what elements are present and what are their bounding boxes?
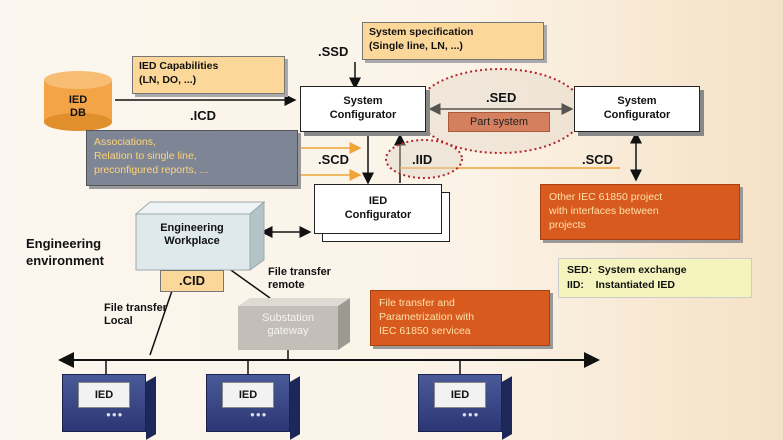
file-transfer-local-label: File transfer Local xyxy=(104,302,167,328)
engineering-environment-label: Engineering environment xyxy=(26,236,104,270)
system-specification-line2: (Single line, LN, ...) xyxy=(369,39,463,52)
engineering-workplace: Engineering Workplace xyxy=(132,200,266,272)
gateway-line1: Substation xyxy=(262,312,314,324)
database-icon xyxy=(44,71,112,131)
file-transfer-param-line1: File transfer and xyxy=(379,297,455,309)
substation-gateway: Substation gateway xyxy=(236,296,352,350)
system-configurator-left-line1: System xyxy=(343,95,383,108)
ied-configurator: IED Configurator xyxy=(314,184,442,234)
engineering-environment-line2: environment xyxy=(26,252,105,268)
system-configurator-left: System Configurator xyxy=(300,86,426,132)
system-configurator-right-line1: System xyxy=(617,95,657,108)
file-transfer-local-line xyxy=(149,281,176,356)
gateway-line2: gateway xyxy=(267,325,309,338)
ied-capabilities-line2: (LN, DO, ...) xyxy=(139,73,197,86)
system-configurator-left-line2: Configurator xyxy=(329,109,397,121)
scd-left-tag: .SCD xyxy=(318,152,350,167)
file-transfer-local-line2: Local xyxy=(104,315,133,328)
engineering-environment-line1: Engineering xyxy=(26,236,102,251)
ied-db-line1: IED xyxy=(68,94,88,106)
ied-device-1-buttons: ●●● xyxy=(106,410,124,419)
workplace-line2: Workplace xyxy=(164,235,220,248)
ied-device-3-label: IED xyxy=(434,382,486,408)
file-transfer-remote-label: File transfer remote xyxy=(268,266,331,292)
file-transfer-remote-line2: remote xyxy=(268,279,305,292)
file-transfer-local-line1: File transfer xyxy=(104,302,167,314)
cid-tag-box: .CID xyxy=(160,270,224,292)
ied-device-1-label: IED xyxy=(78,382,130,408)
ied-device-3-buttons: ●●● xyxy=(462,410,480,419)
other-project-line2: with interfaces between xyxy=(549,205,659,218)
system-configurator-right-line2: Configurator xyxy=(603,109,671,121)
ied-device-1: IED ●●● xyxy=(62,374,156,440)
system-specification-note: System specification (Single line, LN, .… xyxy=(362,22,544,60)
part-system-box: Part system xyxy=(448,112,550,132)
part-system-label: Part system xyxy=(469,116,529,128)
iid-tag: .IID xyxy=(412,152,433,167)
ied-db-line2: DB xyxy=(70,107,86,120)
iid-ellipse xyxy=(385,139,463,179)
other-project-note: Other IEC 61850 project with interfaces … xyxy=(540,184,740,240)
system-specification-line1: System specification xyxy=(369,26,474,38)
ied-configurator-line2: Configurator xyxy=(344,209,412,221)
file-transfer-remote-line1: File transfer xyxy=(268,266,331,278)
icd-tag: .ICD xyxy=(190,108,216,123)
associations-line2: Relation to single line, xyxy=(94,150,197,163)
ied-configurator-line1: IED xyxy=(368,195,388,208)
file-transfer-param-note: File transfer and Parametrization with I… xyxy=(370,290,550,346)
ied-capabilities-line1: IED Capabilities xyxy=(139,60,219,72)
sed-ellipse xyxy=(415,68,585,154)
sed-tag: .SED xyxy=(486,90,517,105)
associations-line1: Associations, xyxy=(94,136,156,148)
file-transfer-param-line2: Parametrization with xyxy=(379,311,475,324)
ied-device-2-buttons: ●●● xyxy=(250,410,268,419)
scd-right-tag: .SCD xyxy=(582,152,614,167)
other-project-line1: Other IEC 61850 project xyxy=(549,191,663,203)
associations-note: Associations, Relation to single line, p… xyxy=(86,130,298,186)
ssd-tag: .SSD xyxy=(318,44,349,59)
legend-iid: IID: Instantiated IED xyxy=(567,279,675,292)
system-configurator-right: System Configurator xyxy=(574,86,700,132)
legend-box: SED: System exchange IID: Instantiated I… xyxy=(558,258,752,298)
workplace-line1: Engineering xyxy=(160,222,224,234)
gateway-3d-shape xyxy=(238,298,350,350)
workplace-3d-shape xyxy=(134,200,266,271)
legend-sed: SED: System exchange xyxy=(567,264,687,276)
ied-capabilities-note: IED Capabilities (LN, DO, ...) xyxy=(132,56,285,94)
ied-device-2-label: IED xyxy=(222,382,274,408)
associations-line3: preconfigured reports, ... xyxy=(94,164,209,177)
ied-db-cylinder: IED DB xyxy=(42,70,114,132)
other-project-line3: projects xyxy=(549,219,586,232)
ied-device-2: IED ●●● xyxy=(206,374,300,440)
cid-tag: .CID xyxy=(179,273,205,288)
file-transfer-param-line3: IEC 61850 servicea xyxy=(379,325,471,338)
file-transfer-remote-line xyxy=(227,267,271,299)
ied-device-3: IED ●●● xyxy=(418,374,512,440)
